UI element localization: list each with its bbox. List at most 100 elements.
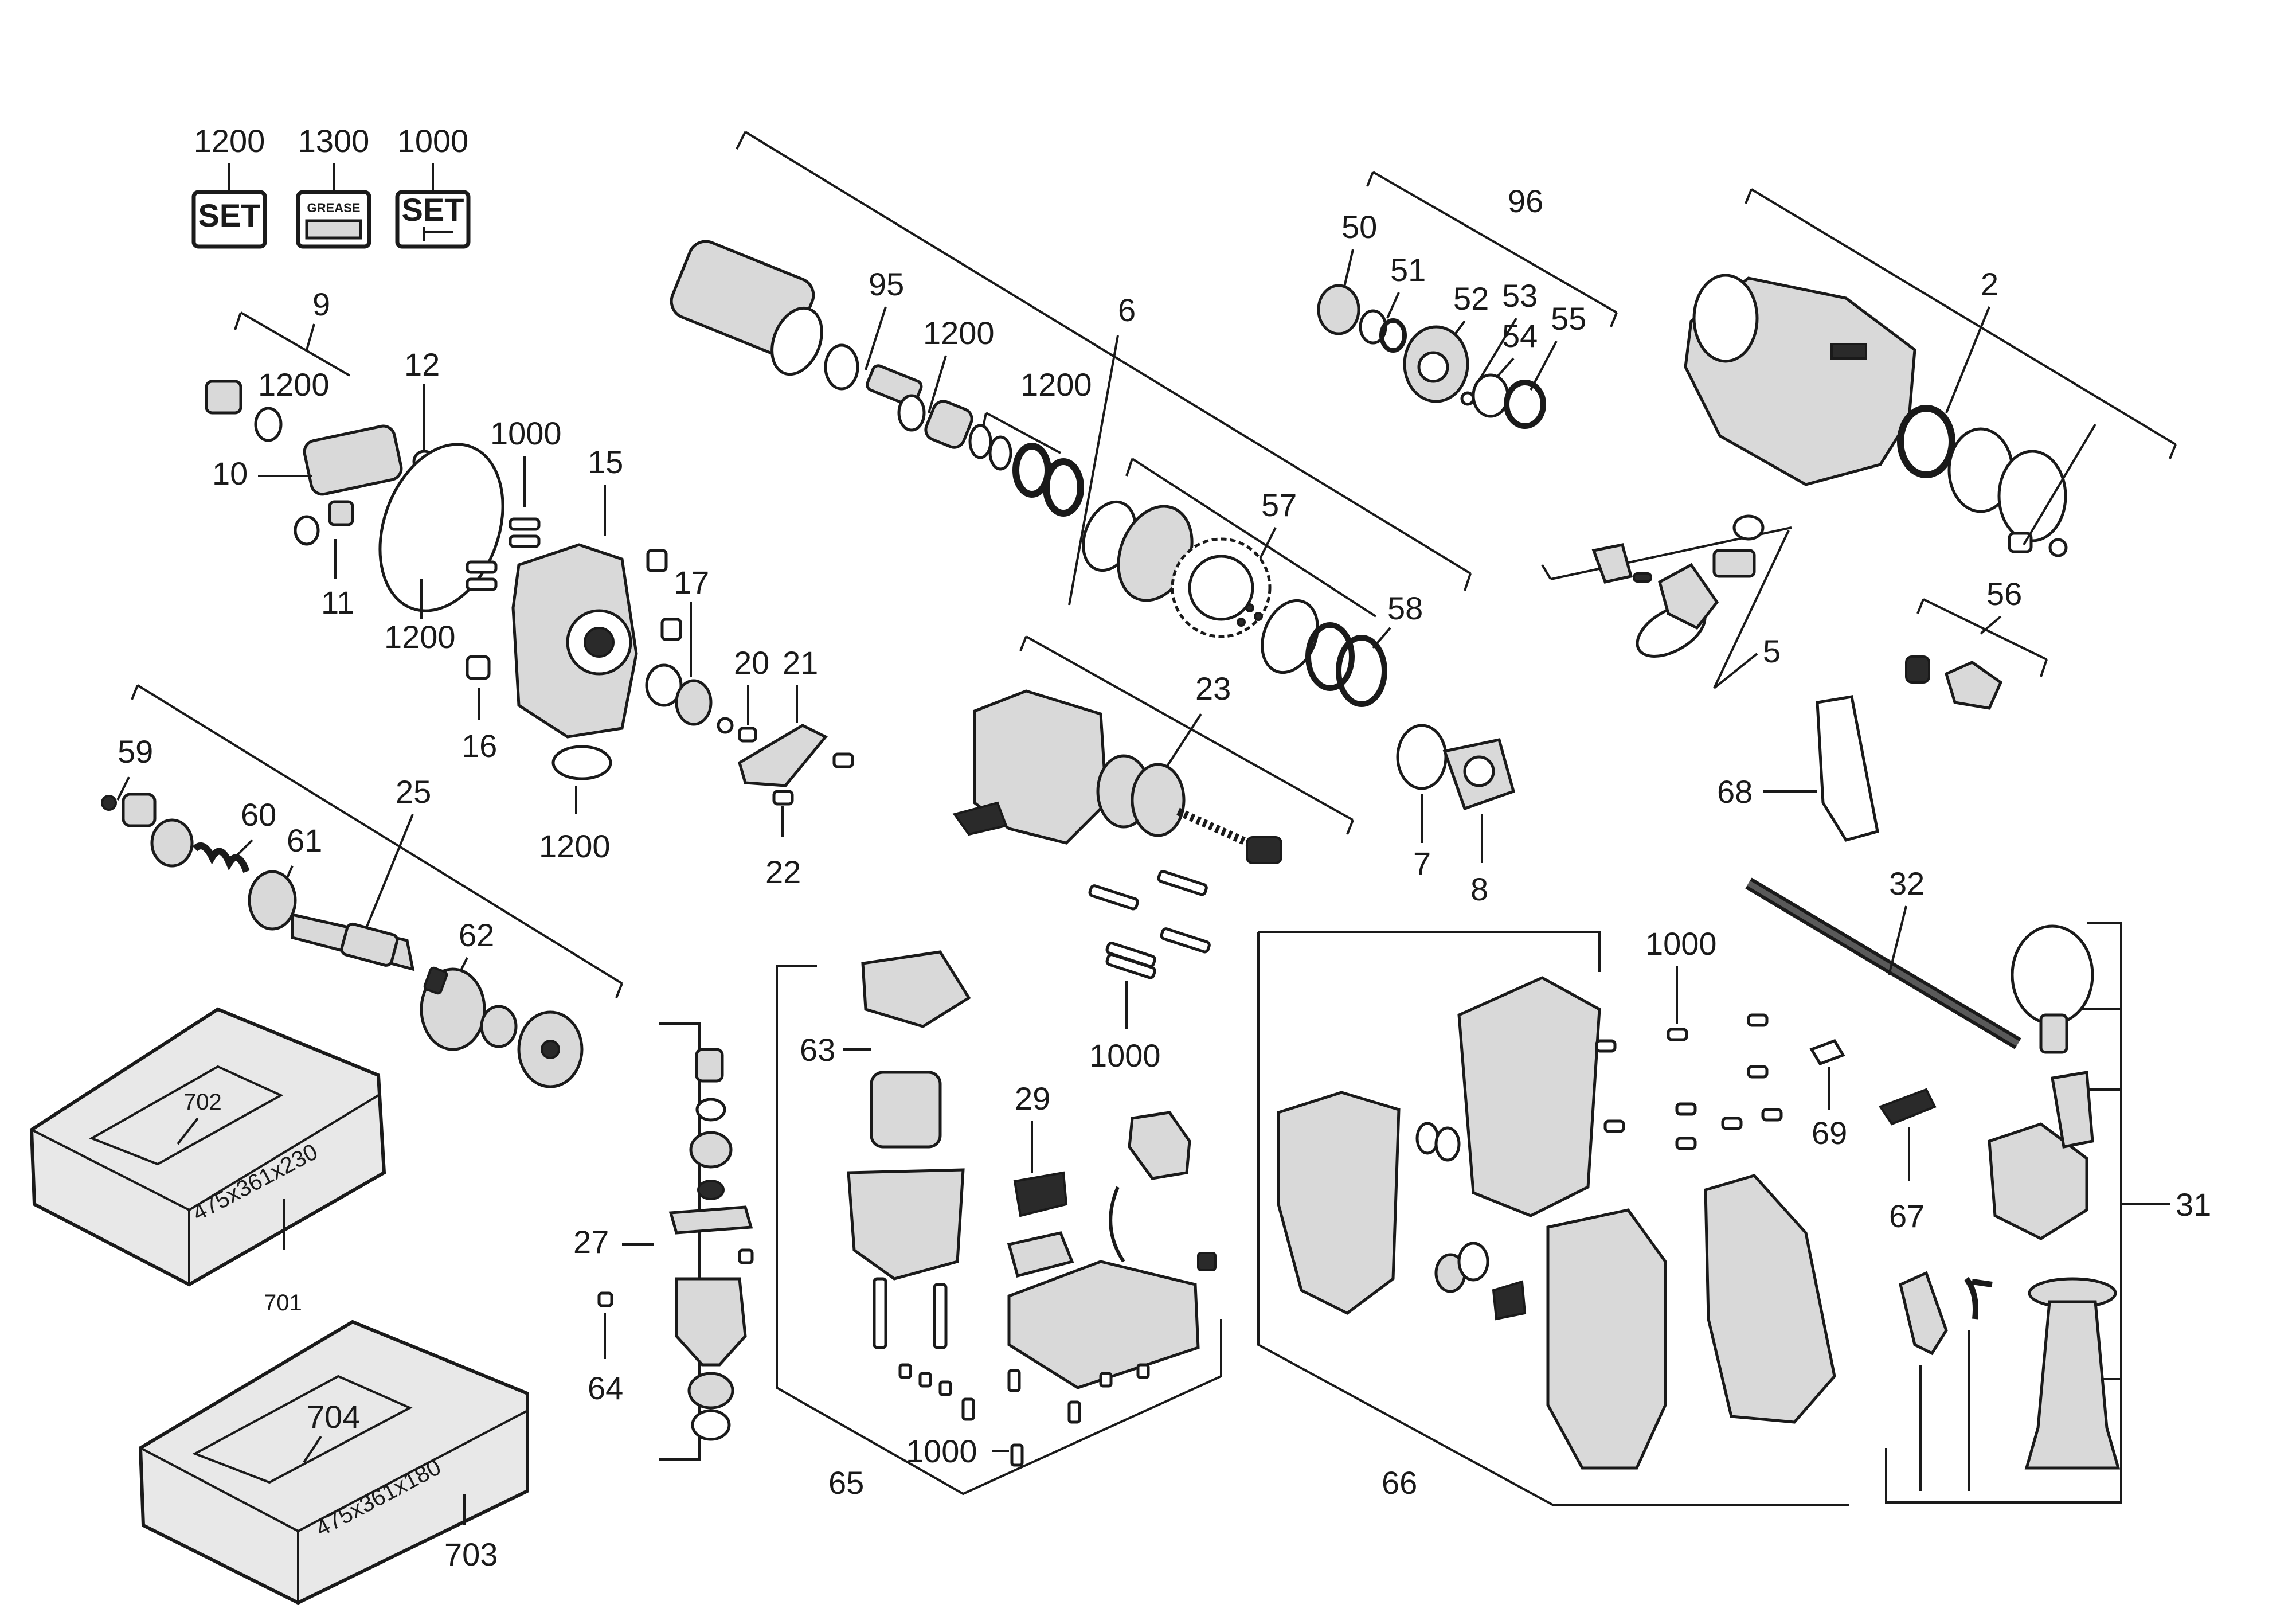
callout-11: 11 [321,584,354,620]
screw-2 [2048,538,2068,557]
armature-rotor [675,1277,747,1367]
ring-66-d [1457,1242,1489,1282]
callout-6: 6 [1118,292,1136,328]
screw-66-g [1675,1102,1697,1116]
part-group-armature: 27 64 [573,1022,754,1461]
housing-half-right [1704,1174,1836,1424]
callout-704: 704 [307,1399,360,1435]
part-60-spring [192,842,250,873]
screw-long-b [933,1283,948,1349]
part-group-tool-holder: 9 1200 10 11 12 1200 [205,286,504,655]
part-group-spindle: 6 95 1200 1200 57 58 [670,131,1472,707]
part-21-plate [738,724,828,787]
screw-65-f [1067,1400,1081,1424]
part-group-electronics: 63 29 1000 65 [776,950,1222,1501]
callout-701: 701 [264,1290,302,1315]
screw-65-d [961,1397,975,1421]
part-1200-o-ring-c [551,745,612,780]
screw-66-h [1675,1137,1697,1150]
callout-63: 63 [800,1032,835,1068]
callout-16: 16 [461,728,497,764]
housing-cover-left [1277,1091,1401,1315]
striker [924,400,973,449]
armature-baffle [668,1205,753,1235]
callout-52: 52 [1453,280,1489,317]
armature-bearing-a [689,1131,733,1169]
case-703-body [138,1320,529,1605]
screw-65-a [898,1363,912,1379]
badge-number-1200: 1200 [194,123,265,159]
callout-2: 2 [1981,266,1998,302]
ring-5 [1732,514,1765,541]
callout-54: 54 [1502,318,1538,354]
callout-21: 21 [783,645,818,681]
bearing-62 [480,1005,518,1048]
part-56-latch [1944,661,2003,710]
callout-1200-a: 1200 [258,366,330,403]
callout-64: 64 [588,1370,623,1406]
screw-mid-e [1105,953,1156,979]
wobble-pin [423,966,448,995]
part-61-clutch [248,870,297,931]
part-group-lock: 96 50 51 52 53 54 55 [1317,171,1618,429]
side-handle-wedge [1899,1271,1948,1356]
callout-96: 96 [1508,183,1543,219]
part-group-56: 56 [1905,576,2048,710]
callout-60: 60 [241,797,276,833]
stator-housing [847,1168,965,1281]
part-group-selector: 5 [1541,514,1792,689]
screw-mid-d [1160,927,1211,954]
ring-1200-d [897,394,926,432]
spring-56 [1905,655,1930,684]
screw-66-i [1761,1108,1783,1122]
screw-65-g [1099,1372,1113,1388]
screw-66-f [1721,1116,1743,1130]
wire [1109,1186,1125,1263]
callout-65: 65 [828,1465,864,1501]
callout-1200-e: 1200 [1020,366,1092,403]
part-54-ring [1472,373,1509,418]
callout-51: 51 [1390,252,1426,288]
part-group-gear-housing: 1000 15 16 17 1200 [461,415,713,864]
part-63-brush-holder [861,950,971,1028]
callout-20: 20 [734,645,769,681]
part-group-screws-mid: 1000 [1088,870,1211,1073]
part-group-seal: 7 8 [1396,724,1516,907]
ring-2-a [1897,405,1955,478]
ring-e2 [988,435,1012,471]
callout-50: 50 [1341,209,1377,245]
ring-17-a [645,663,683,707]
part-29-switch [1013,1171,1068,1217]
carrying-case-701: 702 475x361x230 701 [29,1007,386,1315]
callout-57: 57 [1261,487,1297,523]
ball [1460,391,1475,406]
ring-66-b [1434,1126,1461,1162]
part-69-clip [1809,1039,1845,1066]
part-1200-ring-a [254,407,283,442]
part-55-ring [1504,380,1546,429]
side-handle-spring [1963,1276,1993,1320]
part-group-intermediate-shaft: 25 59 60 61 62 [101,684,623,1088]
callout-1200-d: 1200 [923,315,995,351]
part-group-69-67: 69 67 [1809,1039,1937,1234]
badge-label-grease: GREASE [307,201,361,215]
callout-10: 10 [212,455,248,491]
ring-58-a [1305,622,1355,691]
part-group-plate: 20 21 22 [717,645,854,890]
badge-number-1000: 1000 [397,123,469,159]
screw-65-i [1010,1443,1024,1467]
armature-washer [695,1098,726,1122]
callout-56: 56 [1986,576,2022,612]
clamp-tab [2039,1013,2068,1054]
ring-e4 [1043,458,1084,517]
callout-29: 29 [1015,1080,1050,1116]
callout-7: 7 [1413,845,1431,881]
part-16-bushing [466,655,491,680]
part-7-ring [1396,724,1448,790]
badge-grease-1300: 1300 GREASE [296,123,371,249]
callout-8: 8 [1470,871,1488,907]
part-11-pin [328,500,354,526]
callout-58: 58 [1387,590,1423,626]
part-group-motor-housing: 23 [952,635,1354,864]
